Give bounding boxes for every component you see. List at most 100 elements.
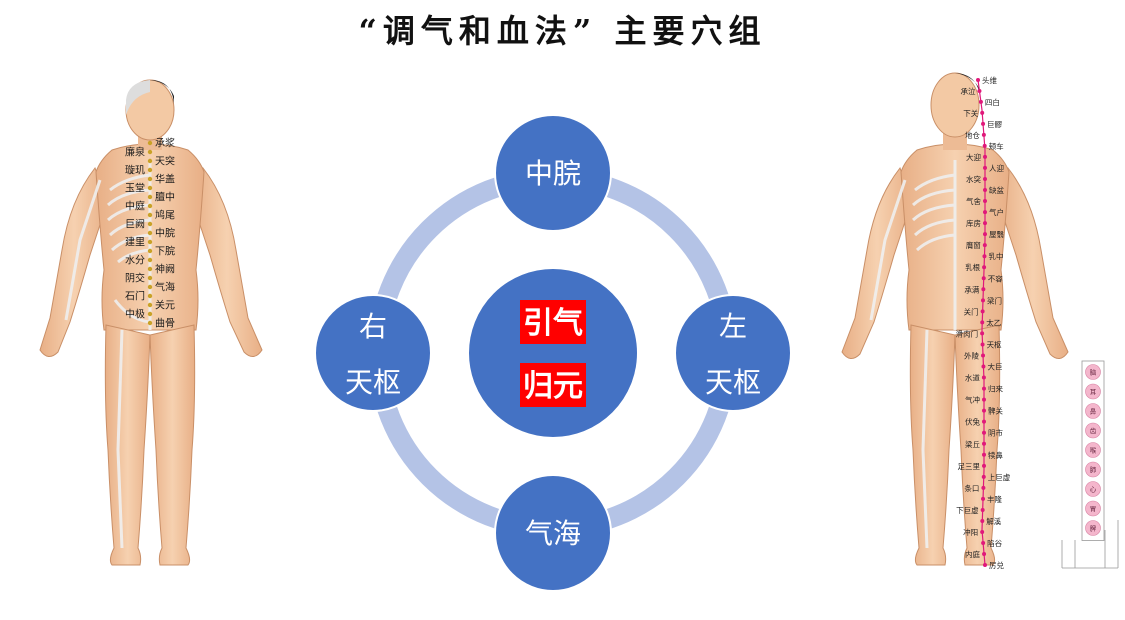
- acupoint-label: 气冲: [965, 395, 980, 405]
- acupoint-dot: [147, 221, 153, 227]
- right-acupoints: 头维承泣四白下关巨髎地仓颊车大迎人迎水突缺盆气舍气户库房屋翳膺窗乳中乳根不容承满…: [956, 75, 1011, 570]
- acupoint-label: 地仓: [965, 130, 980, 140]
- acupoint-label: 关门: [964, 306, 979, 316]
- node-right-label-2: 天枢: [705, 366, 761, 399]
- acupoint-dot: [147, 248, 153, 254]
- acupoint-dot: [147, 194, 153, 200]
- acupoint-label: 归来: [988, 384, 1003, 394]
- legend-cell-label: 脾: [1090, 524, 1097, 533]
- acupoint-dot: [147, 302, 153, 308]
- acupoint-dot: [976, 78, 980, 82]
- acupoint-label: 石门: [125, 290, 145, 303]
- acupoint-dot: [983, 221, 987, 226]
- acupoint-dot: [983, 210, 987, 215]
- acupoint-dot: [147, 158, 153, 164]
- acupoint-dot: [980, 518, 985, 523]
- acupoint-label: 气海: [155, 281, 175, 294]
- acupoint-label: 巨髎: [987, 120, 1002, 129]
- acupoint-dot: [147, 230, 153, 236]
- acupoint-label: 下关: [963, 108, 978, 118]
- acupoint-dot: [978, 99, 983, 104]
- acupoint-label: 太乙: [986, 317, 1001, 327]
- acupoint-label: 承浆: [155, 137, 175, 150]
- legend-cell: [1085, 422, 1101, 439]
- acupoint-label: 膻中: [155, 191, 175, 204]
- acupoint-label: 库房: [966, 218, 981, 228]
- legend-cell: [1085, 364, 1101, 380]
- acupoint-label: 外陵: [964, 350, 979, 360]
- acupoint-dot: [147, 257, 153, 263]
- acupoint-label: 足三里: [958, 462, 981, 471]
- legend-frame: [1081, 360, 1105, 541]
- acupoint-dot: [983, 165, 987, 170]
- acupoint-dot: [981, 375, 986, 380]
- acupoint-label: 鸠尾: [155, 209, 175, 222]
- acupoint-dot: [982, 243, 987, 248]
- acupoint-dot: [981, 541, 986, 546]
- acupoint-dot: [982, 254, 987, 259]
- legend-cell: [1085, 442, 1101, 458]
- acupoint-dot: [983, 176, 987, 181]
- node-left: 右 天枢: [314, 294, 432, 412]
- acupoint-label: 解溪: [986, 516, 1001, 526]
- acupoint-label: 璇玑: [125, 164, 145, 177]
- legend-cell-label: 喉: [1090, 446, 1097, 455]
- left-acupoints: 承浆廉泉天突璇玑华盖玉堂膻中中庭鸠尾巨阙中脘建里下脘水分神阙阴交气海石门关元中极…: [125, 137, 175, 330]
- acupoint-dot: [980, 298, 985, 303]
- acupoint-label: 上巨虚: [988, 472, 1011, 482]
- acupoint-dot: [147, 293, 153, 299]
- acupoint-dot: [147, 275, 153, 281]
- acupoint-dot: [982, 430, 986, 435]
- acupoint-label: 中极: [125, 308, 145, 321]
- center-label-1: 引气: [523, 306, 583, 341]
- acupoint-label: 华盖: [155, 173, 175, 186]
- acupoint-dot: [983, 232, 987, 237]
- acupoint-dot: [982, 463, 986, 468]
- legend-cell: [1085, 403, 1101, 419]
- acupoint-label: 曲骨: [155, 318, 175, 330]
- acupoint-label: 屋翳: [989, 230, 1004, 239]
- node-left-label-1: 右: [359, 310, 387, 343]
- acupoint-label: 冲阳: [963, 527, 978, 537]
- acupoint-label: 不容: [988, 273, 1003, 283]
- acupoint-dot: [980, 309, 985, 314]
- acupoint-dot: [982, 452, 986, 457]
- acupoint-dot: [981, 132, 986, 137]
- acupoint-label: 神阙: [155, 263, 175, 276]
- acupoint-label: 天枢: [987, 339, 1002, 349]
- acupoint-label: 中脘: [155, 227, 175, 240]
- acupoint-dot: [147, 149, 153, 155]
- acupoint-dot: [983, 563, 987, 567]
- acupoint-dot: [981, 474, 986, 479]
- acupoint-dot: [982, 441, 986, 446]
- node-bottom: 气海: [494, 474, 612, 592]
- legend-cell-label: 胃: [1090, 505, 1097, 513]
- node-left-label-2: 天枢: [345, 366, 401, 399]
- legend-cell: [1085, 481, 1101, 497]
- acupoint-label: 膺窗: [966, 240, 981, 250]
- acupoint-dot: [981, 353, 986, 358]
- acupoint-dot: [980, 530, 985, 535]
- legend-cell: [1085, 500, 1101, 517]
- acupoint-dot: [147, 311, 153, 317]
- acupoint-dot: [147, 284, 153, 290]
- legend-cell: [1085, 461, 1101, 478]
- acupoint-label: 乳根: [965, 262, 980, 272]
- acupoint-label: 承泣: [960, 86, 975, 96]
- acupoint-label: 水道: [965, 373, 980, 383]
- acupoint-label: 人迎: [989, 163, 1004, 173]
- acupoint-label: 梁门: [987, 296, 1002, 305]
- acupoint-label: 阴市: [988, 428, 1003, 438]
- acupoint-label: 气户: [989, 207, 1004, 217]
- acupoint-label: 头维: [982, 75, 997, 85]
- legend-cell: [1085, 520, 1101, 536]
- acupoint-dot: [983, 187, 987, 192]
- acupoint-dot: [981, 496, 986, 501]
- center-label-2: 归元: [523, 369, 583, 404]
- acupoint-dot: [147, 203, 153, 209]
- right-body-figure: 头维承泣四白下关巨髎地仓颊车大迎人迎水突缺盆气舍气户库房屋翳膺窗乳中乳根不容承满…: [841, 72, 1069, 570]
- cycle-diagram: 中脘 气海 右 天枢 左 天枢 引气 归元: [314, 114, 792, 592]
- page-title: “调气和血法” 主要穴组: [358, 12, 767, 50]
